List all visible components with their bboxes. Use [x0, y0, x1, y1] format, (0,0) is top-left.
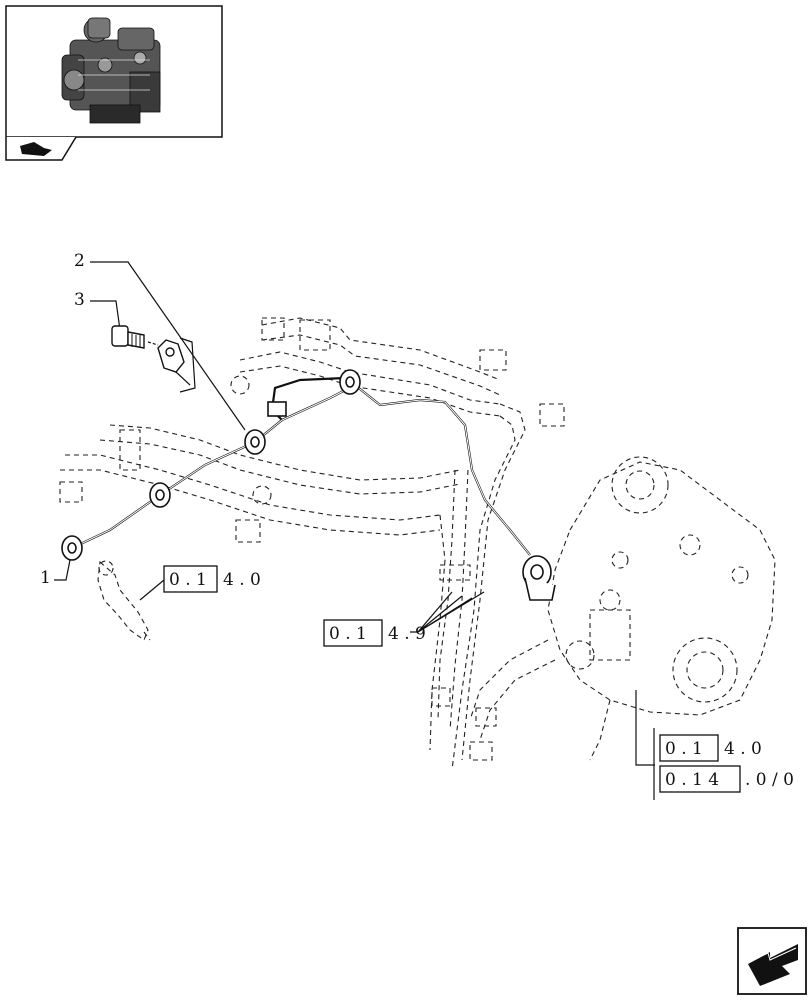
ref-box-pump-b[interactable]: 0 . 1 4 . 0 / 0 [659, 765, 794, 793]
callout-label-3: 3 [74, 290, 85, 310]
ref-pump-a-rest: 4 . 0 [724, 739, 762, 759]
next-page-arrow-icon[interactable] [737, 927, 807, 995]
ref-pipes-boxed: 0 . 1 [329, 624, 367, 644]
callout-3: 3 [74, 290, 121, 331]
ref-box-pump-a[interactable]: 0 . 1 4 . 0 [659, 734, 762, 762]
injector [97, 560, 165, 641]
ref-box-pipes[interactable]: 0 . 1 4 . 9 [323, 591, 485, 647]
clamp-part-2 [157, 337, 196, 393]
ref-injector-boxed: 0 . 1 [169, 570, 207, 590]
ref-pipes-rest: 4 . 9 [388, 624, 426, 644]
ref-pump-b-boxed: 0 . 1 4 [665, 770, 719, 790]
callout-2: 2 [74, 251, 246, 431]
callout-label-2: 2 [74, 251, 85, 271]
callout-label-1: 1 [40, 568, 51, 588]
injection-pump [469, 456, 776, 766]
ref-pump-a-boxed: 0 . 1 [665, 739, 703, 759]
banjo-bolt-part-3 [111, 325, 159, 349]
leak-off-pipe [71, 376, 531, 556]
ref-pump-b-rest: . 0 / 0 [745, 770, 794, 790]
injector-pipes-dashed [59, 317, 565, 771]
engine-thumbnail[interactable] [5, 5, 223, 138]
book-arrow-icon[interactable] [5, 136, 77, 161]
ref-box-injector[interactable]: 0 . 1 4 . 0 [163, 565, 261, 593]
banjo-fittings [61, 369, 556, 601]
ref-injector-rest: 4 . 0 [223, 570, 261, 590]
callout-1: 1 [40, 559, 71, 588]
